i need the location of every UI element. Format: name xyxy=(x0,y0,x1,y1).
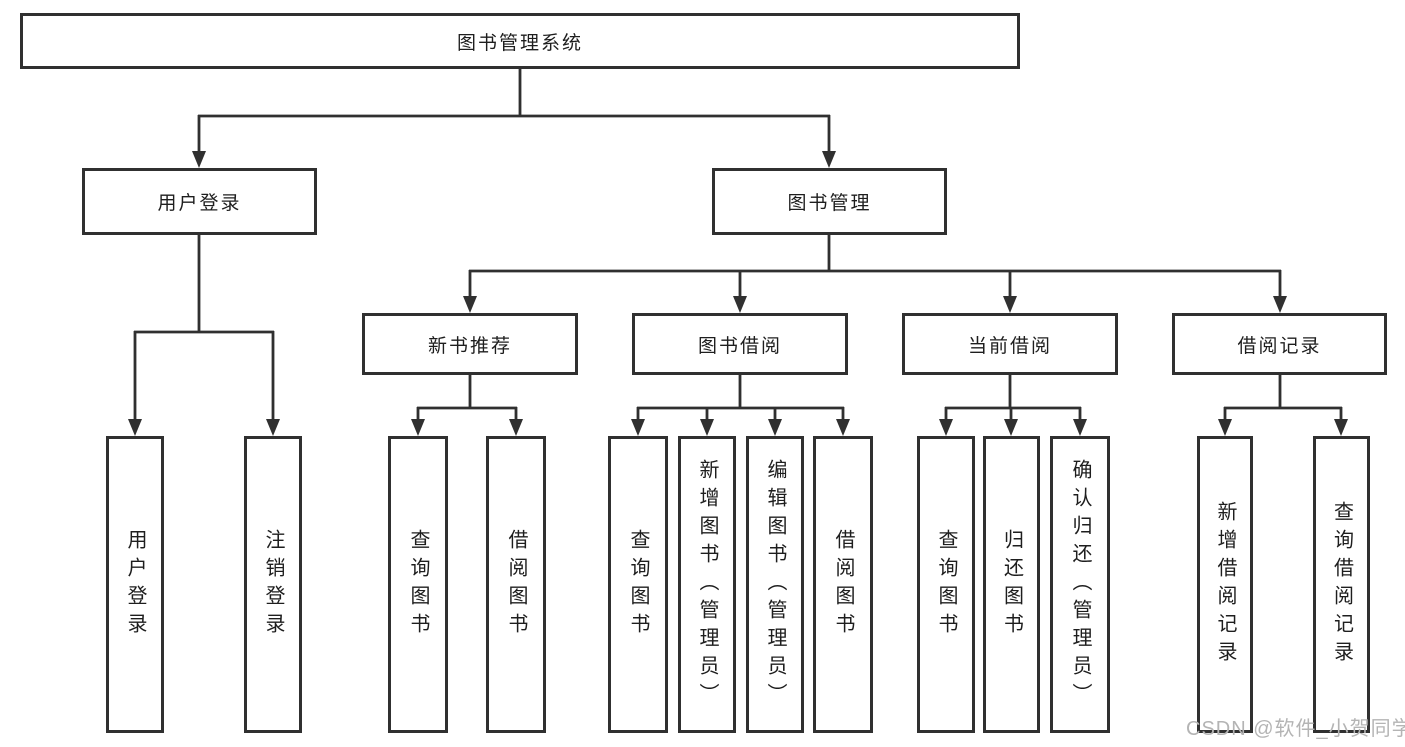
node-book-borrowing: 图书借阅 xyxy=(632,313,848,375)
node-leaf-logout: 注销登录 xyxy=(244,436,302,733)
node-label: 确认归还（管理员） xyxy=(1069,458,1091,711)
node-borrowing-records: 借阅记录 xyxy=(1172,313,1387,375)
node-leaf-query-books-borrowing: 查询图书 xyxy=(608,436,668,733)
node-leaf-confirm-return-admin: 确认归还（管理员） xyxy=(1050,436,1110,733)
node-label: 注销登录 xyxy=(262,528,284,641)
node-label: 归还图书 xyxy=(1000,528,1023,641)
node-leaf-query-borrow-record: 查询借阅记录 xyxy=(1313,436,1370,733)
watermark: CSDN @软件_小贺同学 xyxy=(1186,718,1405,740)
node-label: 借阅记录 xyxy=(1237,335,1322,357)
node-leaf-borrow-books-recommend: 借阅图书 xyxy=(486,436,546,733)
node-user-login: 用户登录 xyxy=(82,168,317,235)
node-label: 图书借阅 xyxy=(697,335,782,357)
node-leaf-add-books-admin: 新增图书（管理员） xyxy=(678,436,736,733)
node-leaf-add-borrow-record: 新增借阅记录 xyxy=(1197,436,1253,733)
node-label: 新书推荐 xyxy=(427,335,512,357)
node-label: 当前借阅 xyxy=(967,335,1052,357)
node-label: 图书管理系统 xyxy=(456,32,583,54)
node-leaf-query-books-current: 查询图书 xyxy=(917,436,975,733)
node-label: 新增借阅记录 xyxy=(1214,500,1236,669)
node-label: 图书管理 xyxy=(787,193,872,214)
node-label: 查询图书 xyxy=(407,528,429,641)
node-label: 编辑图书（管理员） xyxy=(764,458,786,711)
node-label: 查询图书 xyxy=(935,528,957,641)
node-new-book-recommendation: 新书推荐 xyxy=(362,313,578,375)
node-label: 查询借阅记录 xyxy=(1330,500,1353,669)
node-leaf-borrow-books: 借阅图书 xyxy=(813,436,873,733)
node-label: 新增图书（管理员） xyxy=(696,458,718,711)
node-label: 借阅图书 xyxy=(832,528,854,641)
node-label: 查询图书 xyxy=(627,528,649,641)
node-leaf-edit-books-admin: 编辑图书（管理员） xyxy=(746,436,804,733)
node-label: 借阅图书 xyxy=(505,528,527,641)
node-leaf-query-books-recommend: 查询图书 xyxy=(388,436,448,733)
node-leaf-return-books: 归还图书 xyxy=(983,436,1040,733)
node-label: 用户登录 xyxy=(157,193,242,214)
node-root-system: 图书管理系统 xyxy=(20,13,1020,69)
node-book-management: 图书管理 xyxy=(712,168,947,235)
node-label: 用户登录 xyxy=(124,528,146,641)
node-leaf-user-login: 用户登录 xyxy=(106,436,164,733)
node-current-borrowing: 当前借阅 xyxy=(902,313,1118,375)
